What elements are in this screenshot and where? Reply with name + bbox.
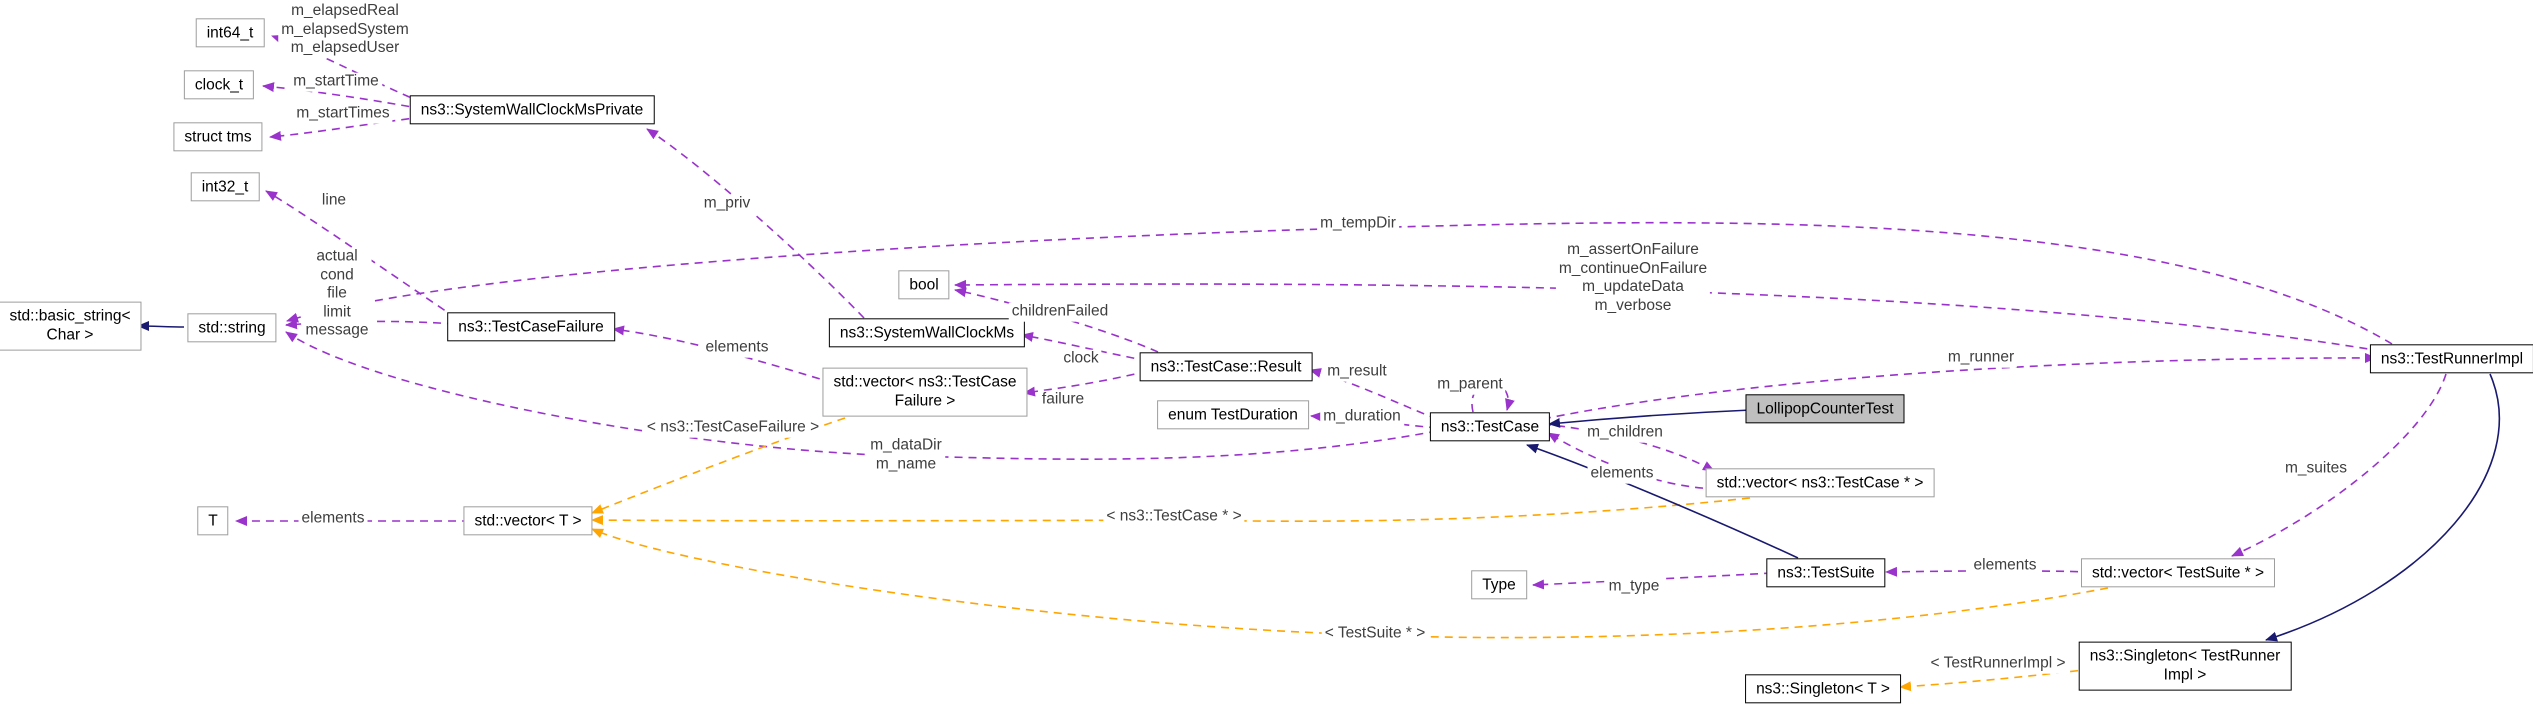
node-int32-t: int32_t (190, 172, 260, 202)
edge-label-runner-flags: m_assertOnFailure m_continueOnFailure m_… (1555, 240, 1711, 316)
node-t: T (197, 506, 229, 536)
edge-label-template-test-case-ptr: < ns3::TestCase * > (1103, 507, 1245, 527)
node-enum-test-duration: enum TestDuration (1157, 400, 1309, 430)
edge-label-clock: clock (1060, 349, 1102, 369)
node-std-vector-test-suite-ptr: std::vector< TestSuite * > (2080, 558, 2276, 588)
node-ns3-system-wall-clock-ms[interactable]: ns3::SystemWallClockMs (828, 318, 1026, 348)
node-std-basic-string: std::basic_string< Char > (0, 301, 142, 351)
node-ns3-test-case[interactable]: ns3::TestCase (1429, 412, 1551, 442)
edge-clock (1021, 332, 1149, 362)
edge-m-type (1532, 572, 1773, 590)
node-ns3-singleton-t[interactable]: ns3::Singleton< T > (1745, 674, 1901, 704)
edge-template-test-runner-impl (1899, 668, 2093, 692)
edge-label-template-test-case-failure: < ns3::TestCaseFailure > (643, 418, 823, 438)
edge-label-line: line (318, 191, 350, 211)
edge-m-suites (2231, 373, 2447, 557)
edge-m-start-times (269, 116, 424, 141)
edge-m-elapsed-members (271, 34, 424, 104)
edge-m-result (1309, 368, 1438, 420)
edge-label-m-children: m_children (1584, 423, 1666, 443)
node-bool: bool (898, 270, 950, 300)
edge-runner-flags (954, 279, 2382, 352)
edge-label-failure-fields: actual cond file limit message (302, 247, 372, 341)
node-ns3-test-suite[interactable]: ns3::TestSuite (1766, 558, 1886, 588)
edge-label-m-priv: m_priv (700, 194, 754, 214)
edge-label-template-test-suite-ptr: < TestSuite * > (1321, 624, 1429, 644)
node-std-vector-test-case-failure: std::vector< ns3::TestCase Failure > (822, 367, 1028, 417)
node-ns3-test-case-failure[interactable]: ns3::TestCaseFailure (447, 312, 615, 342)
edge-label-m-runner: m_runner (1944, 348, 2018, 368)
edge-label-m-type: m_type (1605, 577, 1663, 597)
edge-label-failure: failure (1038, 390, 1088, 410)
node-clock-t: clock_t (183, 70, 255, 100)
edge-failure (1023, 370, 1149, 397)
edge-label-m-start-times: m_startTimes (293, 104, 393, 124)
edge-inherit-testsuite-testcase (1526, 443, 1799, 559)
edge-label-m-temp-dir: m_tempDir (1317, 214, 1399, 234)
node-std-string: std::string (187, 313, 277, 343)
edge-inherit-lollipop-testcase (1548, 409, 1752, 428)
edge-label-elements-suites: elements (1970, 556, 2040, 576)
node-ns3-test-runner-impl[interactable]: ns3::TestRunnerImpl (2369, 344, 2533, 374)
node-type: Type (1471, 570, 1527, 600)
node-int64-t: int64_t (195, 18, 265, 48)
edge-label-m-duration: m_duration (1320, 407, 1404, 427)
edge-m-start-time (262, 82, 424, 110)
edge-label-m-suites: m_suites (2281, 459, 2351, 479)
edge-m-children (1542, 423, 1715, 472)
node-struct-tms: struct tms (173, 122, 263, 152)
edge-line (265, 190, 457, 319)
edge-inherit-testrunnerimpl-singleton (2265, 373, 2501, 642)
edge-label-template-test-runner-impl: < TestRunnerImpl > (1927, 654, 2069, 674)
node-ns3-test-case-result[interactable]: ns3::TestCase::Result (1139, 352, 1313, 382)
edge-label-m-data-dir-m-name: m_dataDir m_name (867, 436, 945, 474)
edge-inherit-string-basicstring (137, 321, 185, 332)
edge-label-elements-children: elements (1587, 464, 1657, 484)
node-ns3-singleton-test-runner-impl[interactable]: ns3::Singleton< TestRunner Impl > (2078, 641, 2292, 691)
node-std-vector-test-case-ptr: std::vector< ns3::TestCase * > (1705, 468, 1935, 498)
node-lollipop-counter-test: LollipopCounterTest (1745, 394, 1905, 424)
node-ns3-system-wall-clock-ms-private[interactable]: ns3::SystemWallClockMsPrivate (409, 95, 655, 125)
edge-label-m-result: m_result (1324, 362, 1390, 382)
edge-label-m-start-time: m_startTime (290, 72, 382, 92)
edge-label-children-failed: childrenFailed (1008, 302, 1112, 322)
edge-label-elements-t: elements (298, 509, 368, 529)
node-std-vector-t: std::vector< T > (463, 506, 593, 536)
edge-label-elements-failure: elements (702, 338, 772, 358)
edge-label-m-parent: m_parent (1434, 375, 1506, 395)
edge-label-elapsed-members: m_elapsedReal m_elapsedSystem m_elapsedU… (278, 2, 412, 58)
edge-m-priv (646, 128, 865, 319)
edge-m-runner (1542, 352, 2377, 420)
